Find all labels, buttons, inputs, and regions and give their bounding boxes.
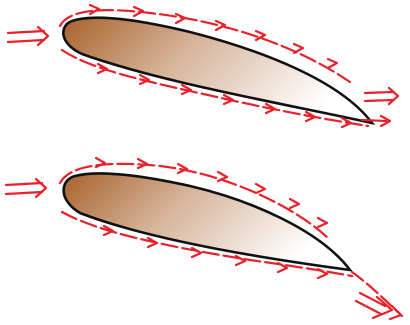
wake-flow-arrow-top xyxy=(362,88,398,126)
incoming-flow-arrow-top xyxy=(8,27,48,45)
airfoil-panel-top xyxy=(8,5,398,127)
incoming-flow-arrow-bottom xyxy=(6,179,46,197)
airfoil-panel-bottom xyxy=(6,158,402,319)
wake-flow-arrow-bottom xyxy=(356,293,401,319)
